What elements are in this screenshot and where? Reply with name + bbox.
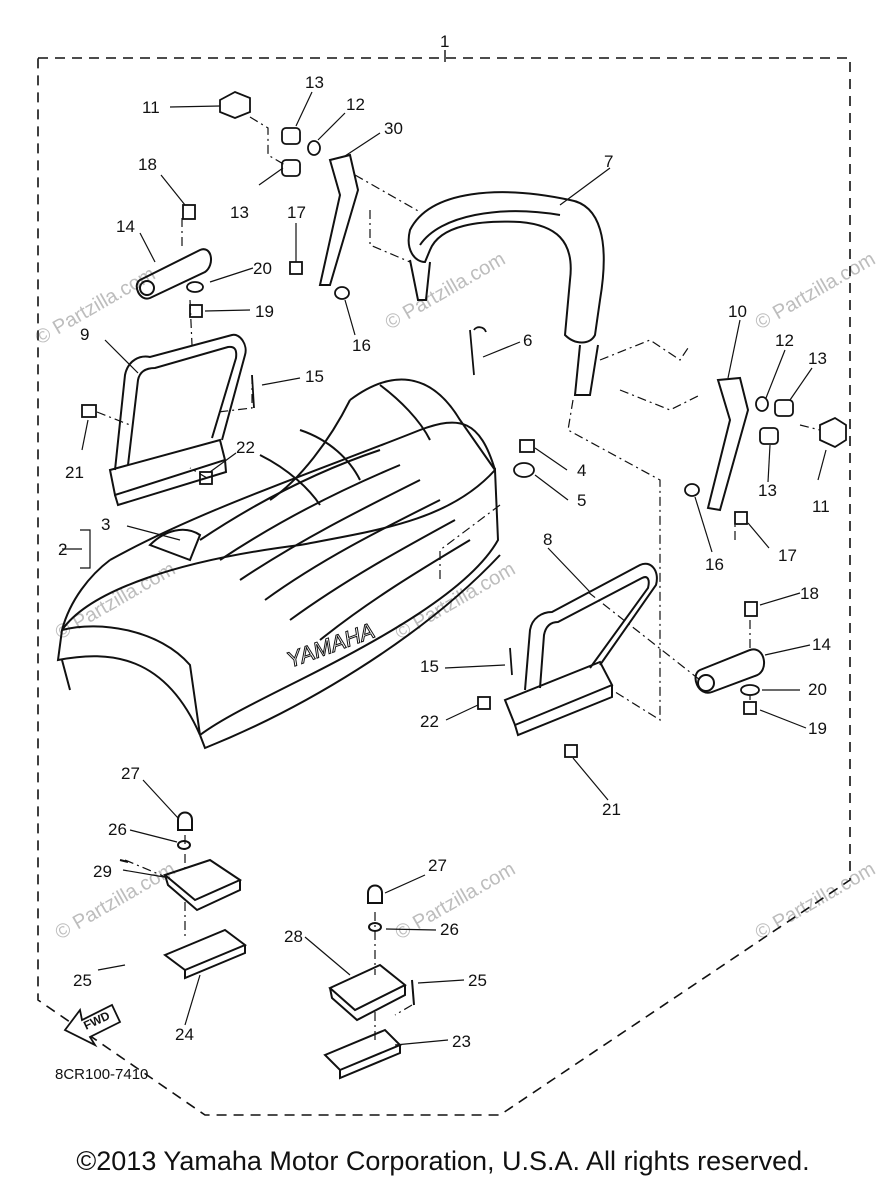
callout-12b: 12 [775,331,794,350]
callout-16b: 16 [705,555,724,574]
callout-13d: 13 [758,481,777,500]
left-grab-rail [108,333,247,507]
callout-20b: 20 [808,680,827,699]
callout-12: 12 [346,95,365,114]
diagram-part-code: 8CR100-7410 [55,1066,149,1083]
callout-1: 1 [440,32,449,51]
leader-lines [62,91,827,1046]
callout-14: 14 [116,217,135,236]
callout-20: 20 [253,259,272,278]
callout-11b: 11 [812,497,830,516]
callout-24: 24 [175,1025,194,1044]
callout-11: 11 [142,98,160,117]
right-grab-rail [503,562,658,737]
bracket-left [318,153,360,286]
callout-27b: 27 [428,856,447,875]
callout-16: 16 [352,336,371,355]
callout-25b: 25 [468,971,487,990]
watermark: © Partzilla.com [32,263,160,349]
fwd-arrow: FWD [63,1003,122,1048]
callout-10: 10 [728,302,747,321]
callout-2: 2 [58,540,67,559]
callout-8: 8 [543,530,552,549]
callout-6: 6 [523,331,532,350]
latch-left [119,811,247,980]
callout-28: 28 [284,927,303,946]
callout-17: 17 [287,203,306,222]
callout-19b: 19 [808,719,827,738]
callout-18b: 18 [800,584,819,603]
seat-assembly [56,378,501,750]
copyright-notice: ©2013 Yamaha Motor Corporation, U.S.A. A… [76,1146,810,1176]
callout-15b: 15 [420,657,439,676]
fasteners [81,91,847,758]
watermark: © Partzilla.com [52,558,180,644]
guide-lines [96,116,821,1040]
watermarks: © Partzilla.com © Partzilla.com © Partzi… [32,248,880,944]
callout-22: 22 [236,438,255,457]
callout-5: 5 [577,491,586,510]
callout-14b: 14 [812,635,831,654]
watermark: © Partzilla.com [752,858,880,944]
callout-30: 30 [384,119,403,138]
callout-21b: 21 [602,800,621,819]
bracket-right [706,376,750,512]
callouts: 1 2 3 4 5 6 7 8 9 10 11 11 12 12 13 13 1… [58,32,831,1051]
latch-right [323,884,415,1080]
hinge-left [135,248,212,300]
callout-7: 7 [604,152,613,171]
callout-26b: 26 [440,920,459,939]
callout-13b: 13 [230,203,249,222]
backrest [407,191,605,396]
callout-13: 13 [305,73,324,92]
callout-29: 29 [93,862,112,881]
assembly-boundary [37,57,851,1116]
callout-9: 9 [80,325,89,344]
callout-17b: 17 [778,546,797,565]
callout-27: 27 [121,764,140,783]
callout-19: 19 [255,302,274,321]
watermark: © Partzilla.com [752,248,880,334]
callout-25: 25 [73,971,92,990]
watermark: © Partzilla.com [382,248,510,334]
callout-15: 15 [305,367,324,386]
callout-21: 21 [65,463,84,482]
hinge-right [694,648,765,694]
callout-26: 26 [108,820,127,839]
callout-4: 4 [577,461,586,480]
callout-13c: 13 [808,349,827,368]
watermark: © Partzilla.com [392,558,520,644]
watermark: © Partzilla.com [52,858,180,944]
callout-22b: 22 [420,712,439,731]
callout-18: 18 [138,155,157,174]
callout-3: 3 [101,515,110,534]
callout-23: 23 [452,1032,471,1051]
